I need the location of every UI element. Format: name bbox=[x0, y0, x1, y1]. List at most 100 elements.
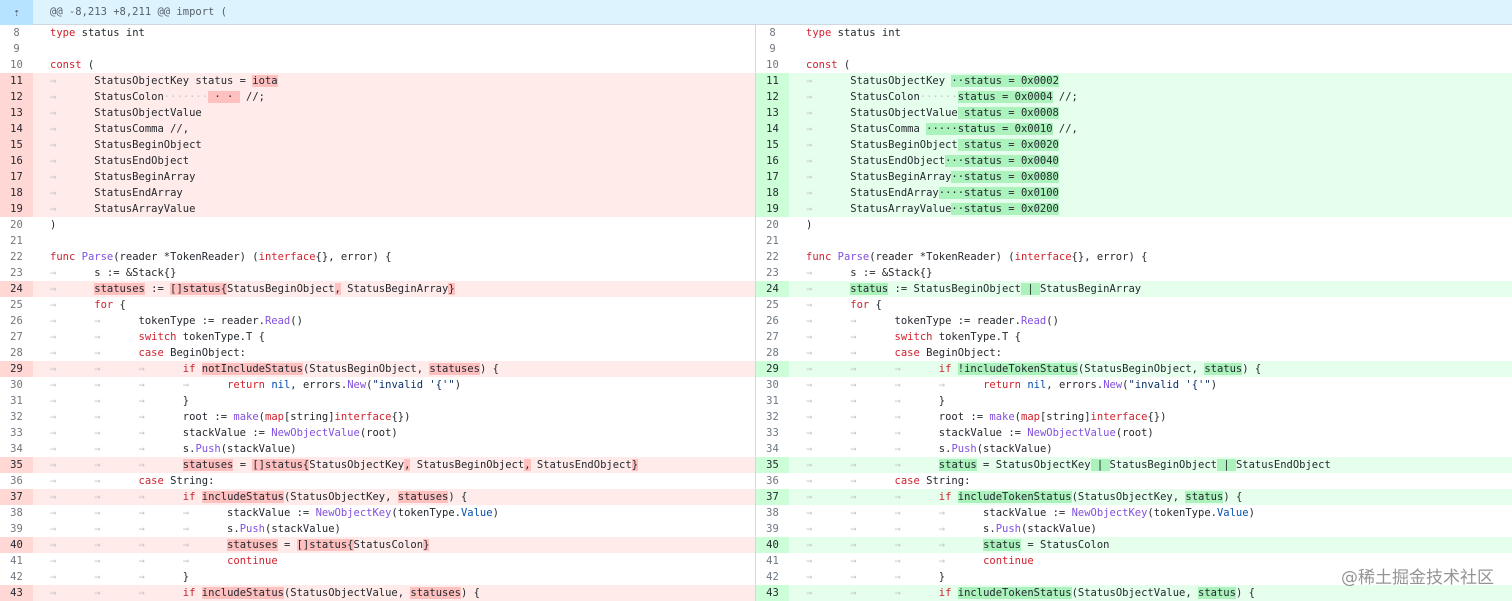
code-token bbox=[145, 379, 183, 391]
line-number[interactable]: 20 bbox=[10, 219, 23, 231]
line-number[interactable]: 36 bbox=[10, 475, 23, 487]
line-number[interactable]: 31 bbox=[766, 395, 779, 407]
line-number[interactable]: 22 bbox=[766, 251, 779, 263]
line-number[interactable]: 13 bbox=[0, 105, 33, 121]
diff-line: 35→ → → status = StatusObjectKey | Statu… bbox=[756, 457, 1512, 473]
line-number[interactable]: 39 bbox=[766, 523, 779, 535]
line-number[interactable]: 39 bbox=[10, 523, 23, 535]
line-number[interactable]: 37 bbox=[756, 489, 789, 505]
diff-line: 40→ → → → status = StatusColon bbox=[756, 537, 1512, 553]
code-token: (stackValue) bbox=[976, 443, 1053, 455]
line-number[interactable]: 38 bbox=[766, 507, 779, 519]
line-number[interactable]: 19 bbox=[0, 201, 33, 217]
line-number[interactable]: 32 bbox=[766, 411, 779, 423]
expand-up-icon[interactable]: ⇡ bbox=[0, 0, 33, 25]
line-number[interactable]: 33 bbox=[10, 427, 23, 439]
line-number[interactable]: 28 bbox=[10, 347, 23, 359]
line-number[interactable]: 34 bbox=[766, 443, 779, 455]
code-token: ·····status = 0x0010 bbox=[926, 123, 1053, 135]
line-number[interactable]: 14 bbox=[0, 121, 33, 137]
line-number[interactable]: 22 bbox=[10, 251, 23, 263]
line-number[interactable]: 24 bbox=[756, 281, 789, 297]
line-number[interactable]: 17 bbox=[756, 169, 789, 185]
line-number[interactable]: 43 bbox=[0, 585, 33, 601]
line-number[interactable]: 25 bbox=[766, 299, 779, 311]
line-code: → status := StatusBeginObject | StatusBe… bbox=[789, 281, 1512, 297]
line-number[interactable]: 19 bbox=[756, 201, 789, 217]
line-number[interactable]: 12 bbox=[756, 89, 789, 105]
line-number[interactable]: 23 bbox=[10, 267, 23, 279]
line-number[interactable]: 27 bbox=[766, 331, 779, 343]
line-number[interactable]: 26 bbox=[766, 315, 779, 327]
line-number[interactable]: 21 bbox=[766, 235, 779, 247]
line-number[interactable]: 18 bbox=[0, 185, 33, 201]
line-number[interactable]: 29 bbox=[756, 361, 789, 377]
code-token: → bbox=[806, 459, 813, 471]
line-number[interactable]: 10 bbox=[766, 59, 779, 71]
line-number[interactable]: 34 bbox=[10, 443, 23, 455]
line-number[interactable]: 40 bbox=[756, 537, 789, 553]
line-number[interactable]: 24 bbox=[0, 281, 33, 297]
code-token: → bbox=[806, 507, 813, 519]
code-token: for bbox=[850, 299, 870, 311]
line-number[interactable]: 30 bbox=[766, 379, 779, 391]
diff-line: 31→ → → } bbox=[756, 393, 1512, 409]
line-number[interactable]: 31 bbox=[10, 395, 23, 407]
line-number[interactable]: 15 bbox=[756, 137, 789, 153]
line-number[interactable]: 8 bbox=[13, 27, 20, 39]
line-number[interactable]: 17 bbox=[0, 169, 33, 185]
line-number[interactable]: 27 bbox=[10, 331, 23, 343]
code-token bbox=[101, 459, 139, 471]
line-number[interactable]: 10 bbox=[10, 59, 23, 71]
line-number[interactable]: 16 bbox=[0, 153, 33, 169]
line-number[interactable]: 11 bbox=[756, 73, 789, 89]
line-number[interactable]: 37 bbox=[0, 489, 33, 505]
line-number[interactable]: 41 bbox=[766, 555, 779, 567]
line-number[interactable]: 28 bbox=[766, 347, 779, 359]
line-number[interactable]: 14 bbox=[756, 121, 789, 137]
line-number[interactable]: 35 bbox=[0, 457, 33, 473]
code-token: StatusObjectValue bbox=[812, 107, 958, 119]
line-number[interactable]: 42 bbox=[766, 571, 779, 583]
line-number[interactable]: 41 bbox=[10, 555, 23, 567]
line-number[interactable]: 13 bbox=[756, 105, 789, 121]
line-number[interactable]: 23 bbox=[766, 267, 779, 279]
line-number[interactable]: 26 bbox=[10, 315, 23, 327]
line-code: → StatusObjectValue bbox=[33, 105, 755, 121]
diff-line: 21 bbox=[0, 233, 755, 249]
line-number[interactable]: 29 bbox=[0, 361, 33, 377]
line-number[interactable]: 42 bbox=[10, 571, 23, 583]
code-token: ··status = 0x0200 bbox=[951, 203, 1059, 215]
line-code: → → case BeginObject: bbox=[789, 345, 1512, 361]
line-number[interactable]: 40 bbox=[0, 537, 33, 553]
code-token: } bbox=[448, 283, 455, 295]
line-number[interactable]: 8 bbox=[769, 27, 776, 39]
line-number[interactable]: 36 bbox=[766, 475, 779, 487]
line-number[interactable]: 33 bbox=[766, 427, 779, 439]
code-token: → bbox=[806, 587, 813, 599]
line-number[interactable]: 11 bbox=[0, 73, 33, 89]
code-token: → bbox=[94, 523, 101, 535]
line-number[interactable]: 38 bbox=[10, 507, 23, 519]
code-token: stackValue := bbox=[900, 427, 1028, 439]
diff-line: 30→ → → → return nil, errors.New("invali… bbox=[0, 377, 755, 393]
line-number[interactable]: 18 bbox=[756, 185, 789, 201]
line-number[interactable]: 9 bbox=[769, 43, 776, 55]
code-token bbox=[101, 331, 139, 343]
code-token: StatusColon bbox=[812, 91, 920, 103]
line-number[interactable]: 43 bbox=[756, 585, 789, 601]
code-token: root := bbox=[144, 411, 234, 423]
code-token: includeStatus bbox=[201, 491, 284, 503]
code-token bbox=[56, 571, 94, 583]
line-number[interactable]: 16 bbox=[756, 153, 789, 169]
code-token: (StatusObjectValue, bbox=[1071, 587, 1199, 599]
line-number[interactable]: 21 bbox=[10, 235, 23, 247]
line-number[interactable]: 30 bbox=[10, 379, 23, 391]
line-number[interactable]: 35 bbox=[756, 457, 789, 473]
line-number[interactable]: 32 bbox=[10, 411, 23, 423]
line-number[interactable]: 15 bbox=[0, 137, 33, 153]
line-number[interactable]: 20 bbox=[766, 219, 779, 231]
line-number[interactable]: 12 bbox=[0, 89, 33, 105]
line-number[interactable]: 9 bbox=[13, 43, 20, 55]
line-number[interactable]: 25 bbox=[10, 299, 23, 311]
